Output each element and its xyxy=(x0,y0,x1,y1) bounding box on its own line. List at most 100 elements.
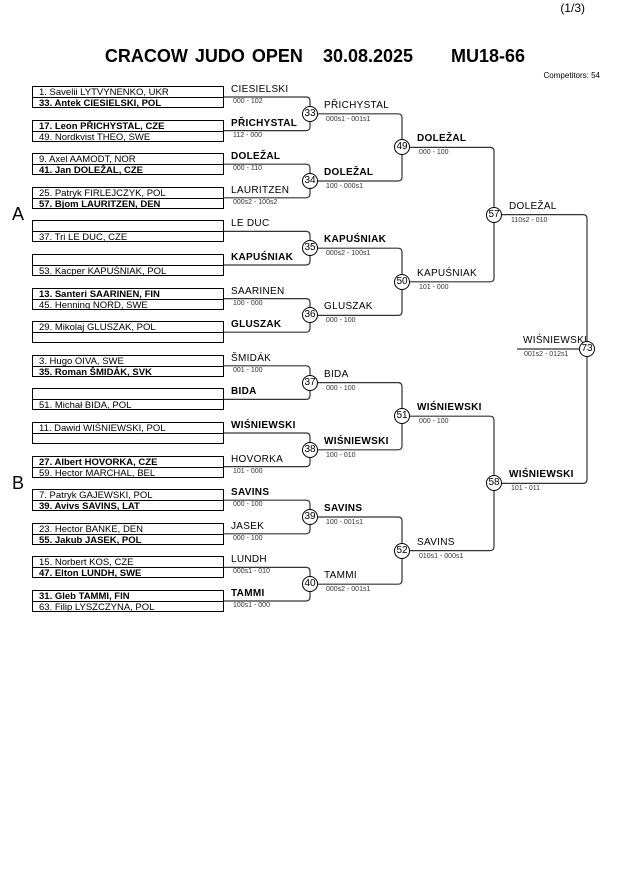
pair-score: 000s2 - 100s2 xyxy=(233,198,278,206)
competitor-row[interactable]: 37. Tri LE DUC, CZE xyxy=(33,231,223,243)
pair-score: 000 - 110 xyxy=(233,165,263,173)
competitor-row[interactable]: 59. Hector MARCHAL, BEL xyxy=(33,466,223,479)
match-number: 33 xyxy=(302,105,318,122)
pair-winner: PŘICHYSTAL xyxy=(231,117,298,129)
competitor-row[interactable]: 15. Norbert KOS, CZE xyxy=(39,557,134,569)
match-score: 000 - 100 xyxy=(326,384,356,392)
competitor-row[interactable]: 7. Patryk GAJEWSKI, POL xyxy=(39,490,153,502)
competitor-row[interactable]: 1. Savelii LYTVYNENKO, UKR xyxy=(39,87,169,98)
competitor-row[interactable]: 27. Albert HOVORKA, CZE xyxy=(39,456,158,468)
competitor-row[interactable] xyxy=(33,433,223,444)
competitor-row[interactable]: 63. Filip LYSZCZYNA, POL xyxy=(33,601,223,613)
pair-score: 000s1 - 010 xyxy=(233,568,270,576)
pair-winner: CIESIELSKI xyxy=(231,84,289,95)
pair-winner: LAURITZEN xyxy=(231,184,290,196)
competitor-row[interactable]: 39. Avivs SAVINS, LAT xyxy=(33,500,223,512)
pair-winner: SAVINS xyxy=(231,487,270,499)
competitor-pair: 53. Kacper KAPUŚNIAK, POL xyxy=(32,254,224,277)
pair-score: 112 - 000 xyxy=(233,131,263,139)
match-score: 100 - 000s1 xyxy=(326,183,363,190)
competitor-row[interactable]: 23. Hector BANKE, DEN xyxy=(39,523,144,535)
match-winner: DOLEŽAL xyxy=(509,200,557,212)
match-winner: DOLEŽAL xyxy=(324,167,374,178)
match-number: 52 xyxy=(394,542,410,559)
match-score: 110s2 - 010 xyxy=(511,216,548,224)
match-number: 34 xyxy=(302,173,318,189)
match-number: 38 xyxy=(302,441,318,458)
competitor-row[interactable]: 45. Henning NORD, SWE xyxy=(33,298,223,311)
final-score: 001s2 - 012s1 xyxy=(524,351,569,358)
match-winner: WIŚNIEWSKI xyxy=(417,402,482,414)
competitor-row[interactable]: 29. Mikolaj GLUSZAK, POL xyxy=(39,322,156,334)
match-score: 000 - 100 xyxy=(326,317,356,325)
match-winner: WIŚNIEWSKI xyxy=(324,435,389,447)
match-score: 101 - 011 xyxy=(511,485,541,493)
competitor-row[interactable]: 35. Roman ŠMIDÁK, SVK xyxy=(33,365,223,378)
competitor-pair: 29. Mikolaj GLUSZAK, POL xyxy=(32,321,224,344)
competitor-row[interactable] xyxy=(33,332,223,343)
pair-score: 000 - 100 xyxy=(233,534,263,542)
category: MU18-66 xyxy=(451,46,526,66)
match-winner: GLUSZAK xyxy=(324,301,373,313)
pair-winner: DOLEŽAL xyxy=(231,151,281,163)
competitor-row[interactable]: 57. Bjom LAURITZEN, DEN xyxy=(33,197,223,210)
competitors-count: Competitors: 54 xyxy=(543,71,600,80)
competitor-pair: 37. Tri LE DUC, CZE xyxy=(32,220,224,243)
pair-winner: TAMMI xyxy=(231,588,265,599)
match-winner: KAPUŚNIAK xyxy=(324,234,387,246)
match-winner: DOLEŽAL xyxy=(417,133,467,145)
match-number: 49 xyxy=(394,139,410,156)
competitor-row[interactable]: 47. Elton LUNDH, SWE xyxy=(33,567,223,579)
match-score: 100 - 001s1 xyxy=(326,519,363,526)
match-winner: WIŚNIEWSKI xyxy=(509,469,574,481)
competitor-row[interactable]: 3. Hugo OIVA, SWE xyxy=(39,355,124,367)
pair-winner: ŠMIDÁK xyxy=(231,352,272,364)
match-score: 000s2 - 001s1 xyxy=(326,586,371,594)
competitor-row[interactable]: 9. Axel AAMODT, NOR xyxy=(39,154,136,166)
competitor-row[interactable]: 31. Gleb TAMMI, FIN xyxy=(39,591,130,602)
pair-score: 101 - 000 xyxy=(233,467,263,475)
final-winner: WIŚNIEWSKI xyxy=(523,335,588,346)
pair-score: 100s1 - 000 xyxy=(233,602,270,609)
match-number: 58 xyxy=(486,475,502,492)
pair-score: 100 - 000 xyxy=(233,299,263,307)
match-winner: SAVINS xyxy=(417,536,455,548)
pair-winner: LUNDH xyxy=(231,554,267,566)
competitor-row[interactable]: 41. Jan DOLEŽAL, CZE xyxy=(33,164,223,176)
bracket-connector xyxy=(410,415,495,552)
competitor-row[interactable]: 51. Michał BIDA, POL xyxy=(33,399,223,411)
match-number: 40 xyxy=(302,576,318,593)
competitor-pair: 11. Dawid WIŚNIEWSKI, POL xyxy=(32,422,224,444)
match-score: 100 - 010 xyxy=(326,451,356,459)
pair-winner: BIDA xyxy=(231,386,257,398)
competitor-row[interactable]: 55. Jakub JASEK, POL xyxy=(33,533,223,546)
match-score: 000s1 - 001s1 xyxy=(326,115,371,123)
match-number: 35 xyxy=(302,240,318,257)
competitor-row[interactable]: 49. Nordkvist THEO, SWE xyxy=(33,130,223,143)
match-winner: BIDA xyxy=(324,368,349,380)
event-date: 30.08.2025 xyxy=(322,46,414,66)
match-number: 36 xyxy=(302,307,318,324)
competitor-row[interactable]: 11. Dawid WIŚNIEWSKI, POL xyxy=(39,423,166,434)
match-score: 000 - 100 xyxy=(419,149,449,157)
match-number: 37 xyxy=(302,374,318,391)
competitor-row[interactable]: 25. Patryk FIRLEJCZYK, POL xyxy=(39,187,166,199)
competitor-row[interactable]: 13. Santeri SAARINEN, FIN xyxy=(39,288,160,300)
competitor-row[interactable]: 17. Leon PŘICHYSTAL, CZE xyxy=(39,120,165,132)
match-winner: KAPUŚNIAK xyxy=(417,267,477,279)
match-winner: PŘICHYSTAL xyxy=(324,99,390,111)
competitor-row[interactable]: 53. Kacper KAPUŚNIAK, POL xyxy=(33,265,223,277)
competitor-row[interactable]: 33. Antek CIESIELSKI, POL xyxy=(33,97,223,109)
match-score: 101 - 000 xyxy=(419,283,449,291)
pair-score: 000 - 102 xyxy=(233,98,263,105)
pair-winner: KAPUŚNIAK xyxy=(231,252,294,263)
